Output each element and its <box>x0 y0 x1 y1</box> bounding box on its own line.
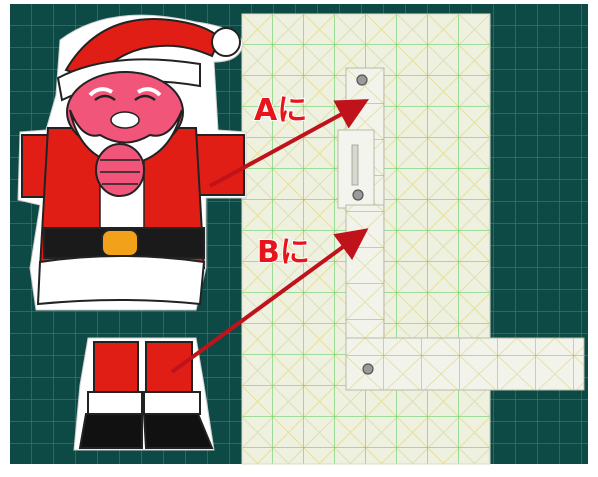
left-leg <box>94 342 138 396</box>
right-leg <box>146 342 192 396</box>
belt-buckle <box>102 230 138 256</box>
slot <box>352 145 358 185</box>
pin-top <box>357 75 367 85</box>
pin-middle <box>353 190 363 200</box>
pin-bottom <box>363 364 373 374</box>
horizontal-strip <box>346 338 584 390</box>
left-boot <box>80 414 142 448</box>
hat-pompom <box>212 28 240 56</box>
label-b: Bに <box>257 235 310 270</box>
hands <box>96 144 144 196</box>
label-a: Aに <box>254 93 307 128</box>
